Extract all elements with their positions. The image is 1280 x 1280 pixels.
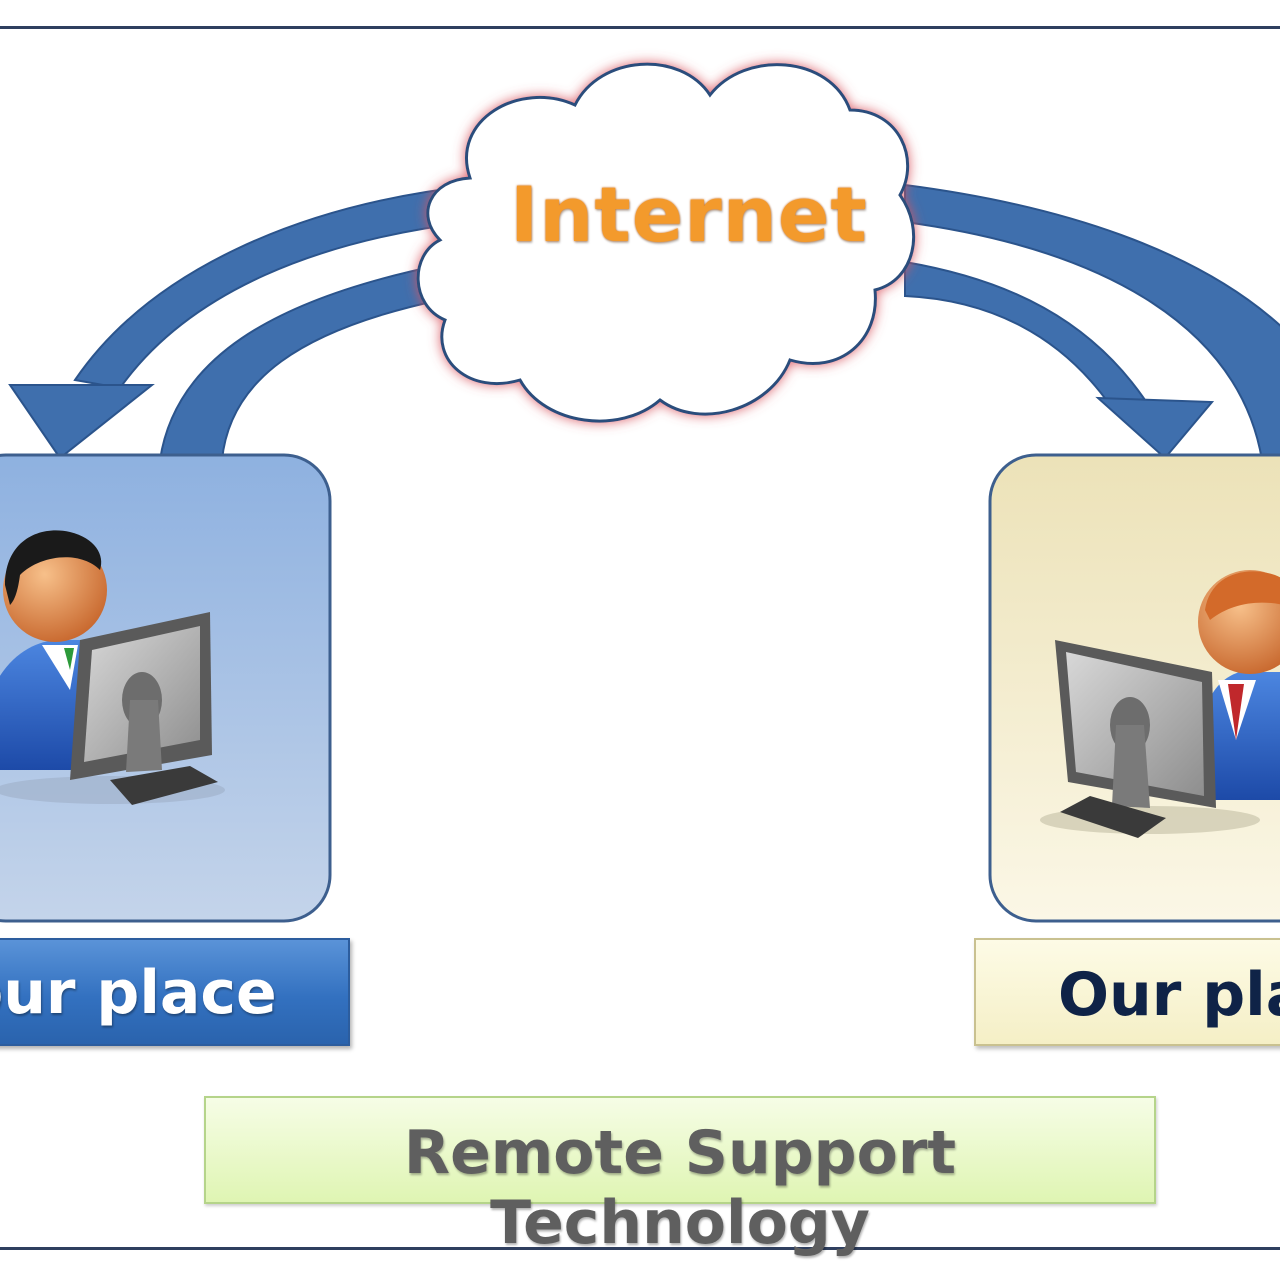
arrow-right-to-internet: [904, 183, 1280, 461]
caption-text: Remote Support Technology: [403, 1118, 957, 1258]
right-place-label: Our pla: [1058, 960, 1280, 1030]
arrow-internet-to-left: [8, 184, 471, 460]
user-at-computer-icon: [1040, 570, 1280, 838]
slide-frame: [0, 26, 1280, 1250]
left-place-label-bar: our place: [0, 938, 350, 1046]
arrow-internet-to-right: [904, 260, 1215, 460]
cloud-label: Internet: [510, 170, 868, 259]
caption-box: Remote Support Technology: [204, 1096, 1156, 1258]
user-at-computer-icon: [0, 530, 225, 805]
right-place-label-bar: Our pla: [974, 938, 1280, 1046]
left-place-label: our place: [0, 958, 277, 1028]
cloud-icon: [416, 62, 916, 423]
